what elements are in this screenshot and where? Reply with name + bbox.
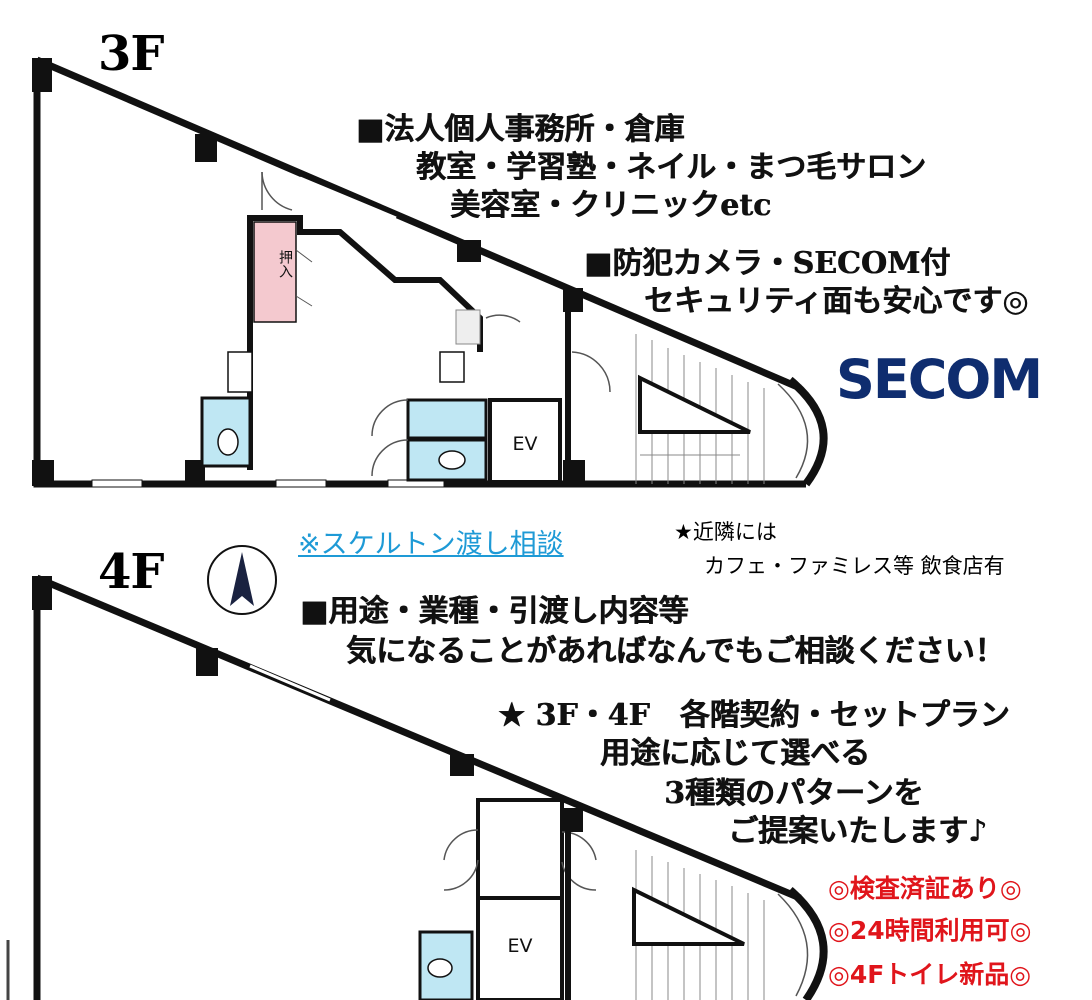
nearby-line-2: カフェ・ファミレス等 飲食店有 xyxy=(704,554,1005,578)
consult-line-2: 気になることがあればなんでもご相談ください！ xyxy=(346,634,1005,669)
plan-3f-stair-curve xyxy=(787,376,828,487)
plan-3f-inner-wall xyxy=(247,215,483,470)
closet-3f-label: 押入 xyxy=(277,250,293,278)
plan-3f-diagonal-wall xyxy=(35,56,802,392)
plan-line-3: 3種類のパターンを xyxy=(664,776,924,811)
elevator-3f-label: EV xyxy=(512,433,537,455)
security-line-1: ■防犯カメラ・SECOM付 xyxy=(584,246,951,281)
skeleton-consult-link[interactable]: ※スケルトン渡し相談 xyxy=(298,529,564,560)
closet-3f xyxy=(253,221,297,323)
floor-3f-label: 3F xyxy=(98,26,164,82)
stair-core-3f xyxy=(638,374,751,434)
secom-logo: SECOM xyxy=(836,348,1043,411)
usage-line-1: ■法人個人事務所・倉庫 xyxy=(356,112,685,147)
plan-line-2: 用途に応じて選べる xyxy=(600,736,870,771)
feature-inspection: ◎検査済証あり◎ xyxy=(828,874,1022,903)
feature-new-toilet: ◎4Fトイレ新品◎ xyxy=(828,960,1032,989)
plan-line-4: ご提案いたします♪ xyxy=(728,814,988,849)
floor-4f-label: 4F xyxy=(98,544,164,600)
feature-24h: ◎24時間利用可◎ xyxy=(828,916,1032,945)
floor-plan-3f: EV xyxy=(32,56,828,488)
usage-line-2: 教室・学習塾・ネイル・まつ毛サロン xyxy=(416,150,926,185)
north-arrow-icon xyxy=(207,545,277,615)
elevator-4f-label: EV xyxy=(507,935,532,957)
floor-plan-4f: EV xyxy=(6,574,828,1000)
elevator-3f xyxy=(488,398,562,484)
nearby-line-1: ★近隣には xyxy=(674,520,777,544)
consult-line-1: ■用途・業種・引渡し内容等 xyxy=(300,594,689,629)
security-line-2: セキュリティ面も安心です◎ xyxy=(644,284,1029,319)
usage-line-3: 美容室・クリニックetc xyxy=(450,188,772,223)
plan-line-1: ★ 3F・4F 各階契約・セットプラン xyxy=(498,698,1010,733)
